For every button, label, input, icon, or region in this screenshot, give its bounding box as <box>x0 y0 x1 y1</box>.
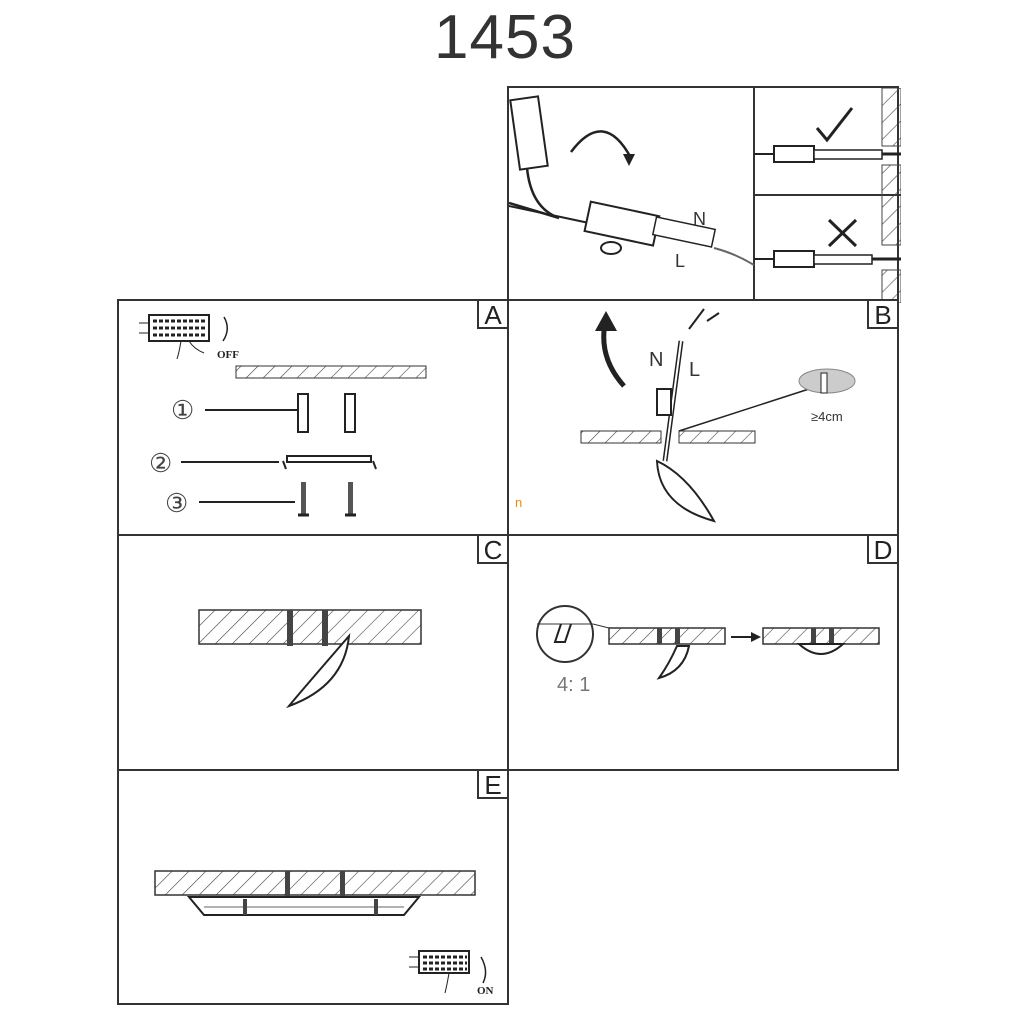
panel-d: D 4: 1 <box>507 534 899 771</box>
final-mounting-drawing <box>154 870 487 994</box>
step-letter: D <box>867 534 899 564</box>
check-icon <box>815 107 854 143</box>
neutral-label: N <box>649 349 664 371</box>
panel-b: B N L ≥4cm n <box>507 299 899 536</box>
part-1-label: ① <box>171 395 195 425</box>
screw <box>348 482 353 514</box>
bracket-mounting-drawing <box>198 609 422 709</box>
wiring-drawing <box>509 88 901 303</box>
mounting-bracket <box>286 455 372 463</box>
part-3-label: ③ <box>165 488 189 518</box>
step-letter: C <box>477 534 509 564</box>
step-letter: B <box>867 299 899 329</box>
live-label: L <box>689 359 701 381</box>
terminal-block <box>583 200 661 247</box>
off-label: OFF <box>217 349 239 361</box>
neutral-label: N <box>693 209 706 229</box>
parts-drawing <box>139 314 427 517</box>
scale-label: 4: 1 <box>557 674 591 696</box>
panel-c: C <box>117 534 509 771</box>
step-letter: A <box>477 299 509 329</box>
cross-icon <box>827 218 858 248</box>
on-label: ON <box>477 985 494 997</box>
rotate-arrow-icon <box>570 130 633 159</box>
luminaire <box>285 632 351 709</box>
detail-magnifier <box>536 605 594 663</box>
luminaire <box>655 459 717 523</box>
wall-plug <box>297 393 309 433</box>
luminaire <box>186 896 422 916</box>
page-title: 1453 <box>434 3 576 72</box>
step-letter: E <box>477 769 509 799</box>
panel-a: A OFF ① ② ③ <box>117 299 509 536</box>
live-label: L <box>675 251 686 271</box>
panel-e: E ON <box>117 769 509 1005</box>
part-2-label: ② <box>149 448 173 478</box>
wall-plug <box>344 393 356 433</box>
wiring-panel: N L <box>507 86 901 303</box>
clip-attach-drawing <box>536 605 880 680</box>
screw <box>301 482 306 514</box>
wiring-through-ceiling-drawing <box>580 308 856 523</box>
distance-label: ≥4cm <box>811 409 843 424</box>
driver-box <box>509 95 549 171</box>
watermark: n <box>515 495 523 510</box>
